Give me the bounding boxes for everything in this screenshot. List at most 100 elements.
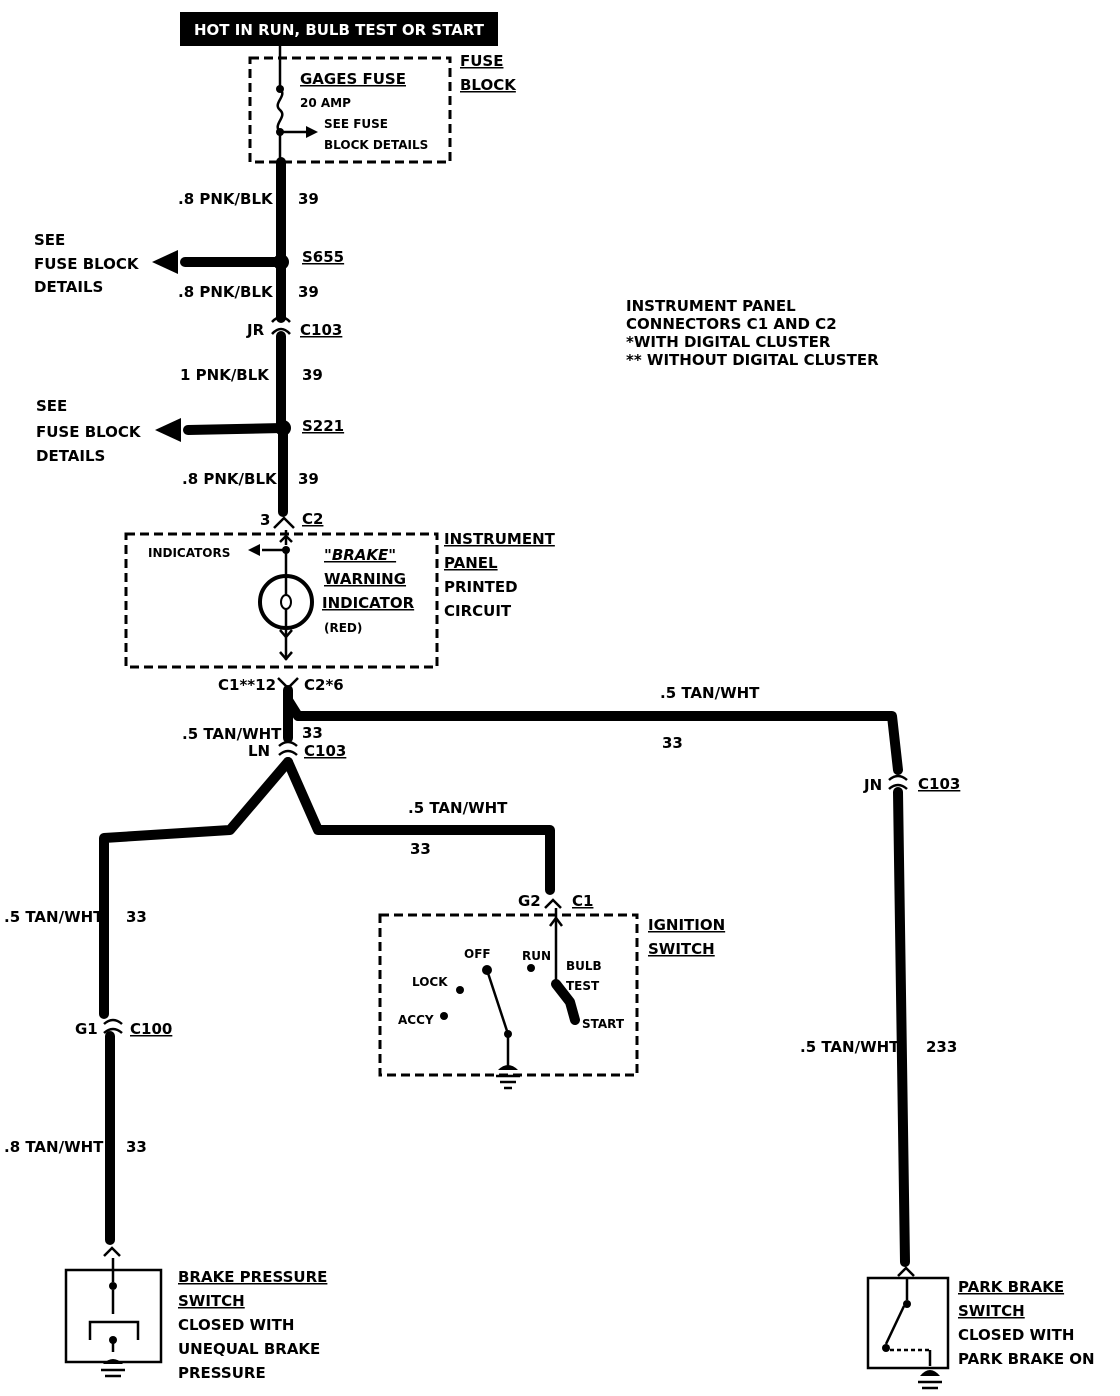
arrow-left-icon bbox=[152, 250, 178, 274]
wire5-gauge: .5 TAN/WHT bbox=[660, 684, 760, 702]
fuse-details-2: BLOCK DETAILS bbox=[324, 138, 428, 152]
indicator-label-3: INDICATOR bbox=[322, 594, 415, 612]
c2-top-label: C2 bbox=[302, 510, 323, 528]
ipc-label-4: CIRCUIT bbox=[444, 602, 512, 620]
wire-233 bbox=[893, 787, 910, 1267]
ignition-switch-box bbox=[378, 913, 639, 1077]
wire-33-to-park bbox=[283, 685, 903, 775]
ignition-label-1: IGNITION bbox=[648, 916, 725, 934]
wire1-gauge: .8 PNK/BLK bbox=[178, 190, 274, 208]
note-line-1: INSTRUMENT PANEL bbox=[626, 297, 796, 315]
c2-top-connector bbox=[273, 516, 295, 529]
ign-run-dot bbox=[527, 964, 535, 972]
wire4-circuit: 39 bbox=[298, 470, 319, 488]
c103-top-connector bbox=[271, 315, 291, 335]
indicator-label-2: WARNING bbox=[324, 570, 406, 588]
ign-start-label: START bbox=[582, 1017, 625, 1031]
ignition-ground-icon bbox=[496, 1065, 520, 1090]
park-brake-label-4: PARK BRAKE ON bbox=[958, 1350, 1095, 1368]
c1-bottom-label: C1**12 bbox=[218, 676, 276, 694]
indicator-label-1: "BRAKE" bbox=[324, 546, 396, 564]
ipc-label-3: PRINTED bbox=[444, 578, 518, 596]
wire2-gauge: .8 PNK/BLK bbox=[178, 283, 274, 301]
ipc-label-1: INSTRUMENT bbox=[444, 530, 556, 548]
wire5-circuit: 33 bbox=[662, 734, 683, 752]
wire10-circuit: 233 bbox=[926, 1038, 957, 1056]
wire1-circuit: 39 bbox=[298, 190, 319, 208]
brake-pressure-label-1: BRAKE PRESSURE bbox=[178, 1268, 327, 1286]
c100-connector bbox=[103, 1018, 123, 1034]
wire4-gauge: .8 PNK/BLK bbox=[182, 470, 278, 488]
ign-bulb-label-2: TEST bbox=[566, 979, 600, 993]
wire-33-ign bbox=[283, 757, 555, 895]
c100-pin: G1 bbox=[75, 1020, 98, 1038]
ignition-label-2: SWITCH bbox=[648, 940, 715, 958]
park-brake-label-1: PARK BRAKE bbox=[958, 1278, 1064, 1296]
see2-line3: DETAILS bbox=[36, 447, 105, 465]
fuse-block-label-2: BLOCK bbox=[460, 76, 517, 94]
brake-pressure-label-4: UNEQUAL BRAKE bbox=[178, 1340, 320, 1358]
ipc-label-2: PANEL bbox=[444, 554, 498, 572]
note-line-2: CONNECTORS C1 AND C2 bbox=[626, 315, 837, 333]
park-brake-ground-icon bbox=[918, 1370, 942, 1390]
arrow-left-icon-2 bbox=[155, 418, 181, 442]
wire-33-left bbox=[99, 757, 293, 1019]
ign-accy-dot bbox=[440, 1012, 448, 1020]
c100-label: C100 bbox=[130, 1020, 172, 1038]
see1-line1: SEE bbox=[34, 231, 65, 249]
park-brake-label-3: CLOSED WITH bbox=[958, 1326, 1074, 1344]
c103-right-pin: JN bbox=[863, 776, 882, 794]
brake-pressure-label-5: PRESSURE bbox=[178, 1364, 266, 1382]
wire3-gauge: 1 PNK/BLK bbox=[180, 366, 270, 384]
park-brake-label-2: SWITCH bbox=[958, 1302, 1025, 1320]
fuse-details-1: SEE FUSE bbox=[324, 117, 388, 131]
wire8-gauge: .5 TAN/WHT bbox=[4, 908, 104, 926]
indicator-color: (RED) bbox=[324, 621, 362, 635]
fuse-rating: 20 AMP bbox=[300, 96, 351, 110]
banner-text: HOT IN RUN, BULB TEST OR START bbox=[194, 21, 485, 39]
brake-pressure-label-3: CLOSED WITH bbox=[178, 1316, 294, 1334]
ign-off-label: OFF bbox=[464, 947, 491, 961]
c103-right-connector bbox=[888, 774, 908, 790]
c1-ign-label: C1 bbox=[572, 892, 593, 910]
see1-line2: FUSE BLOCK bbox=[34, 255, 140, 273]
indicators-label: INDICATORS bbox=[148, 546, 230, 560]
fuse-block-box bbox=[248, 56, 452, 164]
c103-mid-connector bbox=[278, 740, 298, 756]
c103-right-label: C103 bbox=[918, 775, 960, 793]
wire8-circuit: 33 bbox=[126, 908, 147, 926]
wire7-circuit: 33 bbox=[410, 840, 431, 858]
c1-ign-connector bbox=[544, 898, 562, 909]
splice-s655: S655 bbox=[302, 248, 344, 266]
wire6-gauge: .5 TAN/WHT bbox=[182, 725, 282, 743]
wire3-circuit: 39 bbox=[302, 366, 323, 384]
splice-s221: S221 bbox=[302, 417, 344, 435]
brake-pressure-ground-icon bbox=[101, 1359, 125, 1378]
wire7-gauge: .5 TAN/WHT bbox=[408, 799, 508, 817]
c103-top-label: C103 bbox=[300, 321, 342, 339]
indicators-arrow-icon bbox=[248, 544, 260, 556]
c2-top-pin: 3 bbox=[260, 511, 270, 529]
fuse-name: GAGES FUSE bbox=[300, 70, 406, 88]
note-line-4: ** WITHOUT DIGITAL CLUSTER bbox=[626, 351, 879, 369]
ign-accy-label: ACCY bbox=[398, 1013, 434, 1027]
fuse-icon bbox=[276, 88, 284, 133]
ign-lock-label: LOCK bbox=[412, 975, 448, 989]
note-line-3: *WITH DIGITAL CLUSTER bbox=[626, 333, 831, 351]
ign-lock-dot bbox=[456, 986, 464, 994]
c103-top-pin: JR bbox=[246, 321, 265, 339]
wire10-gauge: .5 TAN/WHT bbox=[800, 1038, 900, 1056]
fuse-details-arrow-icon bbox=[306, 126, 318, 138]
see2-line2: FUSE BLOCK bbox=[36, 423, 142, 441]
instrument-panel-box bbox=[124, 532, 439, 669]
c103-mid-label: C103 bbox=[304, 742, 346, 760]
ign-run-label: RUN bbox=[522, 949, 551, 963]
see2-line1: SEE bbox=[36, 397, 67, 415]
fuse-block-label-1: FUSE bbox=[460, 52, 503, 70]
c103-mid-pin: LN bbox=[248, 742, 270, 760]
wire9-circuit: 33 bbox=[126, 1138, 147, 1156]
banner-bg bbox=[180, 12, 498, 46]
c1-ign-pin: G2 bbox=[518, 892, 541, 910]
ign-bulb-label-1: BULB bbox=[566, 959, 602, 973]
